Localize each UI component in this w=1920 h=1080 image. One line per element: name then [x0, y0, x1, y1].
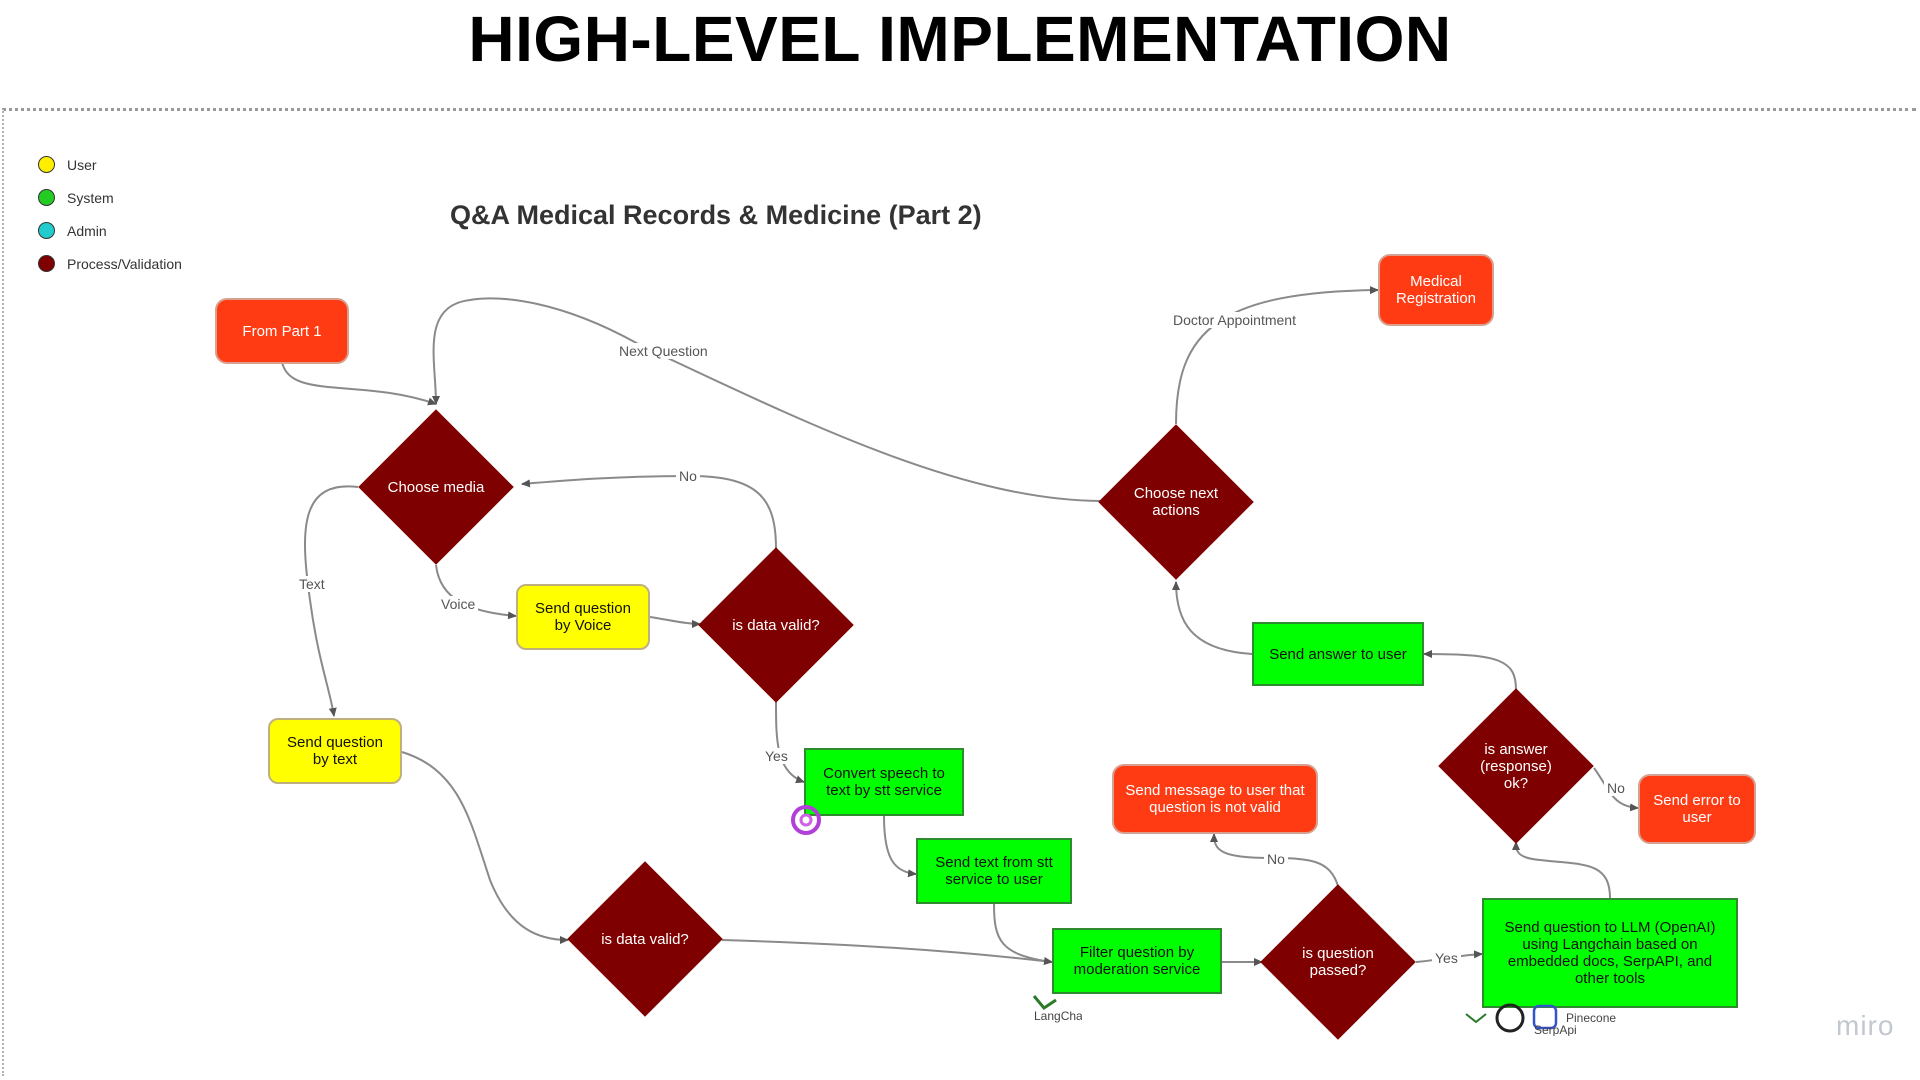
node-label: is answer (response) ok?: [1480, 740, 1552, 792]
edge-next-question: [431, 297, 1101, 502]
edge-convert-to-send-text: [883, 815, 917, 878]
edge-label-yes: Yes: [1432, 950, 1461, 966]
send-question-voice-node[interactable]: Send question by Voice: [516, 584, 650, 650]
medical-registration-node[interactable]: Medical Registration: [1378, 254, 1494, 326]
node-label: is data valid?: [601, 930, 689, 948]
edge-label-no: No: [1604, 780, 1628, 796]
node-label: Send question to LLM (OpenAI) using Lang…: [1504, 919, 1716, 987]
node-label: Medical Registration: [1395, 273, 1477, 307]
node-label: Send answer to user: [1269, 645, 1407, 663]
serpapi-logo-text: SerpApi: [1534, 1023, 1577, 1036]
send-not-valid-node[interactable]: Send message to user that question is no…: [1112, 764, 1318, 834]
edge-answer-ok-to-send-answer: [1423, 650, 1517, 691]
edge-yes-to-convert: [775, 701, 805, 784]
edge-label-voice: Voice: [438, 596, 479, 612]
legend-label: Admin: [67, 222, 107, 239]
edge-text: [303, 485, 359, 717]
node-label: Send question by Voice: [535, 600, 631, 634]
user-color-dot: [38, 156, 55, 173]
edge-send-text-to-filter: [993, 903, 1053, 965]
edge-label-no: No: [676, 468, 700, 484]
send-text-stt-node[interactable]: Send text from stt service to user: [916, 838, 1072, 904]
system-color-dot: [38, 189, 55, 206]
node-label: Choose next actions: [1133, 485, 1219, 519]
node-label: Convert speech to text by stt service: [823, 765, 945, 799]
edge-label-next-question: Next Question: [616, 343, 711, 359]
node-label: Send question by text: [287, 734, 383, 768]
edge-label-no: No: [1264, 851, 1288, 867]
legend-item-admin: Admin: [38, 214, 182, 247]
send-error-node[interactable]: Send error to user: [1638, 774, 1756, 844]
edge-from-part1-to-choose-media: [281, 361, 437, 406]
data-valid-decision-2[interactable]: is data valid?: [567, 861, 723, 1017]
node-label: Send error to user: [1653, 792, 1741, 826]
pinecone-logo-text: Pinecone: [1566, 1011, 1616, 1025]
edge-text-to-valid2: [401, 751, 569, 944]
send-question-text-node[interactable]: Send question by text: [268, 718, 402, 784]
langchain-logo-text: LangChain: [1034, 1009, 1082, 1023]
admin-color-dot: [38, 222, 55, 239]
legend-item-user: User: [38, 148, 182, 181]
legend-label: User: [67, 156, 97, 173]
choose-media-decision[interactable]: Choose media: [358, 409, 514, 565]
node-label: From Part 1: [242, 322, 322, 340]
convert-speech-node[interactable]: Convert speech to text by stt service: [804, 748, 964, 816]
send-answer-node[interactable]: Send answer to user: [1252, 622, 1424, 686]
miro-watermark: miro: [1836, 1010, 1895, 1041]
langchain-logo-icon: LangChain: [1032, 995, 1082, 1023]
edge-no-to-choose-media: [521, 474, 777, 550]
legend-label: Process/Validation: [67, 255, 182, 272]
legend-label: System: [67, 189, 114, 206]
edge-label-text: Text: [296, 576, 328, 592]
edge-doctor-appointment: [1175, 286, 1379, 425]
process-color-dot: [38, 255, 55, 272]
edge-valid2-to-filter: [721, 939, 1053, 966]
edge-voice-to-valid: [649, 616, 701, 628]
choose-next-actions-decision[interactable]: Choose next actions: [1098, 424, 1254, 580]
llm-tools-logos-icon: SerpApi Pinecone: [1465, 1003, 1616, 1036]
edge-label-yes: Yes: [762, 748, 791, 764]
question-passed-decision[interactable]: is question passed?: [1260, 884, 1416, 1040]
legend-item-system: System: [38, 181, 182, 214]
from-part1-node[interactable]: From Part 1: [215, 298, 349, 364]
diagram-title: Q&A Medical Records & Medicine (Part 2): [450, 200, 982, 230]
node-label: Send text from stt service to user: [935, 854, 1053, 888]
node-label: Choose media: [387, 478, 485, 496]
miro-board[interactable]: [2, 108, 1916, 1076]
legend: User System Admin Process/Validation: [38, 148, 182, 280]
openai-logo-icon: [791, 805, 821, 835]
edge-send-answer-to-next: [1172, 581, 1253, 655]
send-to-llm-node[interactable]: Send question to LLM (OpenAI) using Lang…: [1482, 898, 1738, 1008]
data-valid-decision-1[interactable]: is data valid?: [698, 547, 854, 703]
page-title: HIGH-LEVEL IMPLEMENTATION: [468, 3, 1452, 75]
node-label: Send message to user that question is no…: [1125, 782, 1305, 816]
legend-item-process: Process/Validation: [38, 247, 182, 280]
edge-llm-to-answer-ok: [1512, 841, 1611, 899]
answer-ok-decision[interactable]: is answer (response) ok?: [1438, 688, 1594, 844]
node-label: is question passed?: [1302, 945, 1374, 979]
node-label: is data valid?: [732, 616, 820, 634]
filter-question-node[interactable]: Filter question by moderation service: [1052, 928, 1222, 994]
node-label: Filter question by moderation service: [1073, 944, 1201, 978]
edge-label-doctor-appointment: Doctor Appointment: [1170, 312, 1299, 328]
